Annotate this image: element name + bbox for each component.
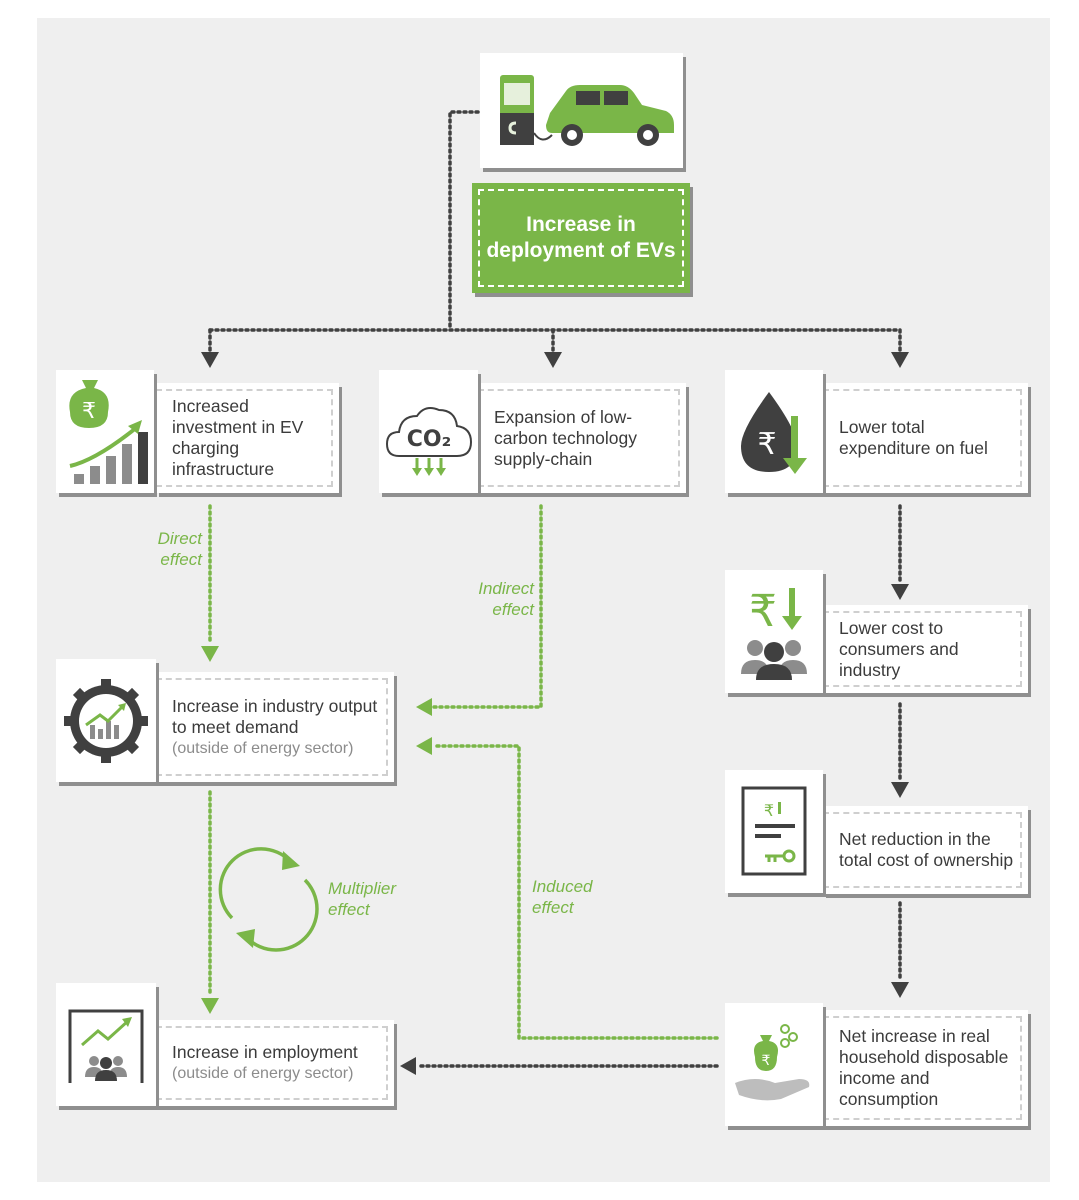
connector-induced — [432, 744, 719, 1040]
direct-effect-label: Direct effect — [157, 529, 202, 569]
consumer-cost-text: Lower cost to consumers and industry — [839, 617, 959, 680]
ownership-box: Net reduction in the total cost of owner… — [823, 806, 1028, 894]
employment-sub-text: (outside of energy sector) — [172, 1065, 354, 1082]
svg-text:₹: ₹ — [762, 1053, 771, 1069]
investment-box: Increased investment in EV charging infr… — [156, 383, 339, 493]
employment-main-text: Increase in employment — [172, 1042, 358, 1062]
connector-ev-to-split — [448, 110, 480, 332]
svg-text:₹: ₹ — [82, 399, 96, 424]
indirect-effect-label: Indirect effect — [478, 579, 534, 619]
industry-main-text: Increase in industry output to meet dema… — [172, 695, 378, 737]
svg-text:₹: ₹ — [749, 586, 777, 637]
gear-chart-icon — [64, 679, 148, 763]
co2-icon-card: CO₂ — [379, 370, 478, 493]
arrowhead-employment-green — [201, 998, 219, 1014]
industry-box: Increase in industry output to meet dema… — [156, 672, 394, 782]
fuel-box: Lower total expenditure on fuel — [823, 383, 1028, 493]
co2-cloud-icon: CO₂ — [385, 407, 473, 476]
consumers-rupee-down-icon: ₹ — [741, 586, 807, 680]
arrowhead-employment — [400, 1057, 416, 1075]
employment-growth-icon — [68, 1009, 144, 1083]
money-bag-growth-icon: ₹ — [69, 380, 148, 484]
connector-indirect — [432, 504, 543, 709]
employment-text: Increase in employment (outside of energy… — [172, 1042, 358, 1084]
arrowhead-income — [891, 982, 909, 998]
consumer-icon-card: ₹ — [725, 570, 823, 693]
income-text: Net increase in real household disposabl… — [839, 1026, 1009, 1109]
employment-box: Increase in employment (outside of energy… — [156, 1020, 394, 1106]
fuel-icon-card: ₹ — [725, 370, 823, 493]
industry-sub-text: (outside of energy sector) — [172, 739, 354, 757]
income-icon-card: ₹ — [725, 1003, 823, 1126]
arrowhead-investment — [201, 352, 219, 368]
investment-text: Increased investment in EV charging infr… — [172, 396, 304, 479]
ownership-icon-card: ₹ — [725, 770, 823, 893]
arrowhead-indirect — [416, 698, 432, 716]
industry-icon-card — [56, 659, 156, 782]
induced-effect-label: Induced effect — [532, 877, 593, 917]
consumer-cost-box: Lower cost to consumers and industry — [823, 605, 1028, 693]
arrowhead-induced — [416, 737, 432, 755]
ownership-text: Net reduction in the total cost of owner… — [839, 829, 1014, 870]
svg-text:CO₂: CO₂ — [407, 427, 451, 452]
ev-charging-car-icon — [500, 75, 674, 146]
arrowhead-fuel — [891, 352, 909, 368]
multiplier-cycle-icon — [218, 847, 319, 952]
hand-money-bag-icon: ₹ — [735, 1024, 810, 1101]
ev-deployment-title: Increase in deployment of EVs — [486, 213, 676, 262]
income-box: Net increase in real household disposabl… — [823, 1010, 1028, 1126]
arrowhead-direct — [201, 646, 219, 662]
multiplier-effect-label: Multiplier effect — [328, 879, 397, 919]
ev-car-card — [480, 53, 683, 168]
svg-text:₹: ₹ — [757, 427, 776, 462]
supply-chain-box: Expansion of low-carbon technology suppl… — [478, 383, 686, 493]
arrowhead-ownership — [891, 782, 909, 798]
svg-text:₹: ₹ — [764, 801, 774, 820]
fuel-text: Lower total expenditure on fuel — [839, 417, 988, 458]
ownership-document-icon: ₹ — [741, 786, 807, 876]
investment-icon-card: ₹ — [56, 370, 154, 493]
arrowhead-supply — [544, 352, 562, 368]
fuel-drop-icon: ₹ — [741, 392, 807, 474]
ev-deployment-title-box: Increase in deployment of EVs — [472, 183, 690, 293]
industry-text: Increase in industry output to meet dema… — [172, 696, 386, 759]
arrowhead-cost — [891, 584, 909, 600]
supply-chain-text: Expansion of low-carbon technology suppl… — [494, 406, 638, 469]
employment-icon-card — [56, 983, 156, 1106]
